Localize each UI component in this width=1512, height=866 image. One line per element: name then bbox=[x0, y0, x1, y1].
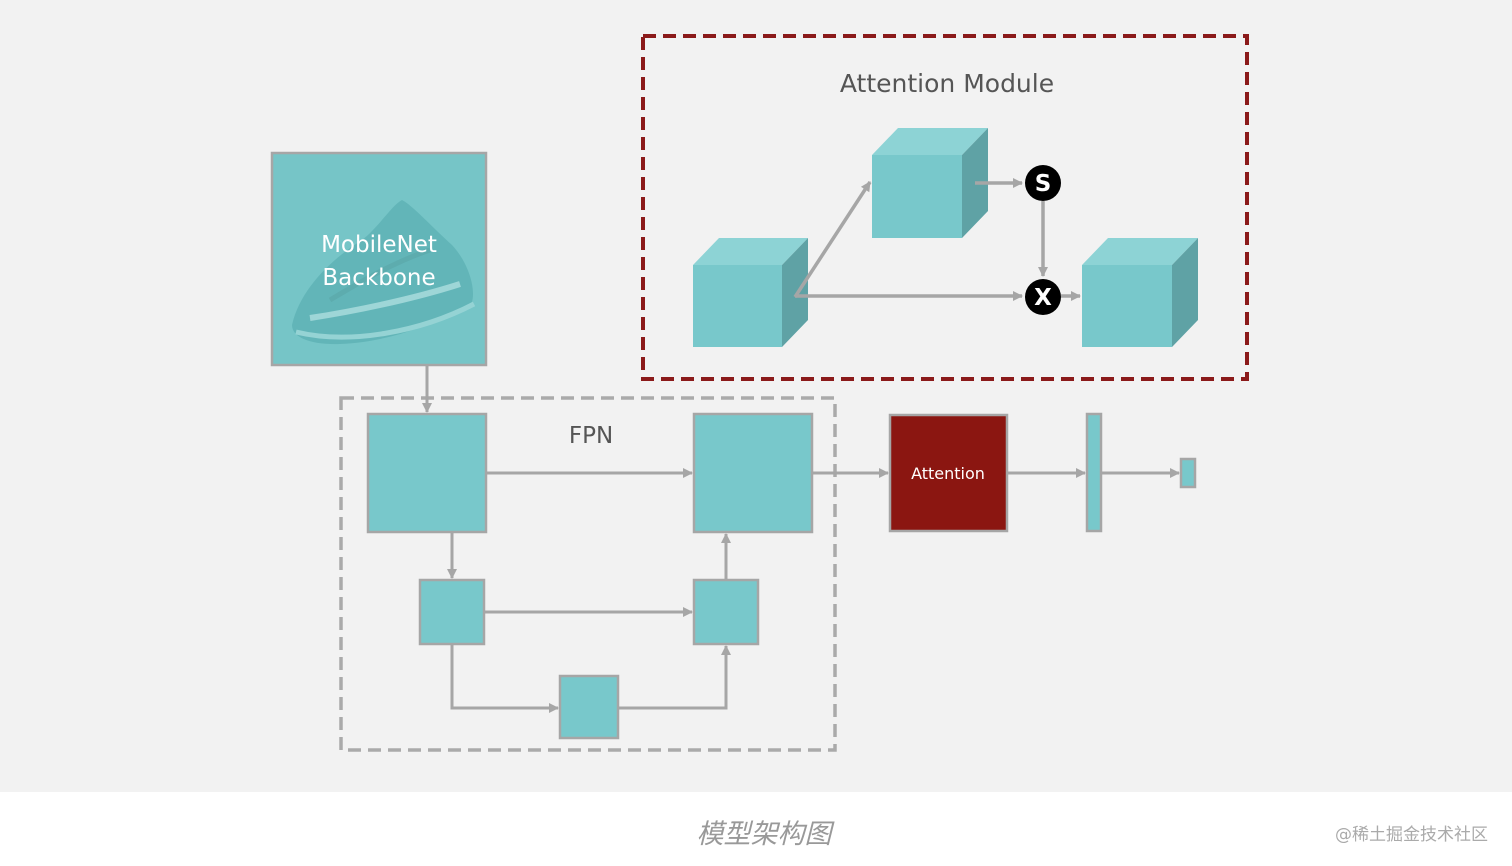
arrow-fpn-bottom-to-right bbox=[618, 645, 731, 710]
attention-block: Attention bbox=[888, 413, 1009, 533]
attention-module-frame bbox=[641, 34, 1249, 381]
fpn-block-mid-right bbox=[692, 578, 760, 646]
sigmoid-op-label: S bbox=[1035, 171, 1052, 197]
fpn-block-mid-left bbox=[418, 578, 486, 646]
arrow-input-to-top bbox=[793, 181, 872, 298]
fpn-frame bbox=[339, 396, 837, 752]
fpn-block-bottom bbox=[558, 674, 620, 740]
backbone-block: MobileNet Backbone bbox=[270, 151, 488, 367]
arrow-fpn-left-to-bottom bbox=[450, 644, 559, 713]
cube-input bbox=[693, 238, 808, 347]
backbone-label-line1: MobileNet bbox=[321, 232, 437, 258]
fpn-block-large-right bbox=[692, 412, 814, 534]
watermark: @稀土掘金技术社区 bbox=[1335, 825, 1488, 845]
fpn-block-large-left bbox=[366, 412, 488, 534]
backbone-label-line2: Backbone bbox=[322, 265, 435, 291]
output-node bbox=[1179, 457, 1197, 489]
feature-vector-bar bbox=[1085, 412, 1103, 533]
figure-caption: 模型架构图 bbox=[696, 819, 832, 850]
multiply-op: X bbox=[1025, 279, 1061, 315]
architecture-diagram: Attention Module S X bbox=[270, 34, 1249, 752]
sigmoid-op: S bbox=[1025, 165, 1061, 201]
multiply-op-label: X bbox=[1034, 285, 1052, 311]
cube-top bbox=[872, 128, 988, 238]
sneaker-photo-icon bbox=[292, 200, 476, 345]
fpn-label: FPN bbox=[569, 423, 613, 449]
attention-block-label: Attention bbox=[911, 464, 985, 483]
attention-module-title: Attention Module bbox=[840, 69, 1054, 98]
cube-output bbox=[1082, 238, 1198, 347]
diagram-canvas: Attention Module S X bbox=[0, 0, 1512, 792]
